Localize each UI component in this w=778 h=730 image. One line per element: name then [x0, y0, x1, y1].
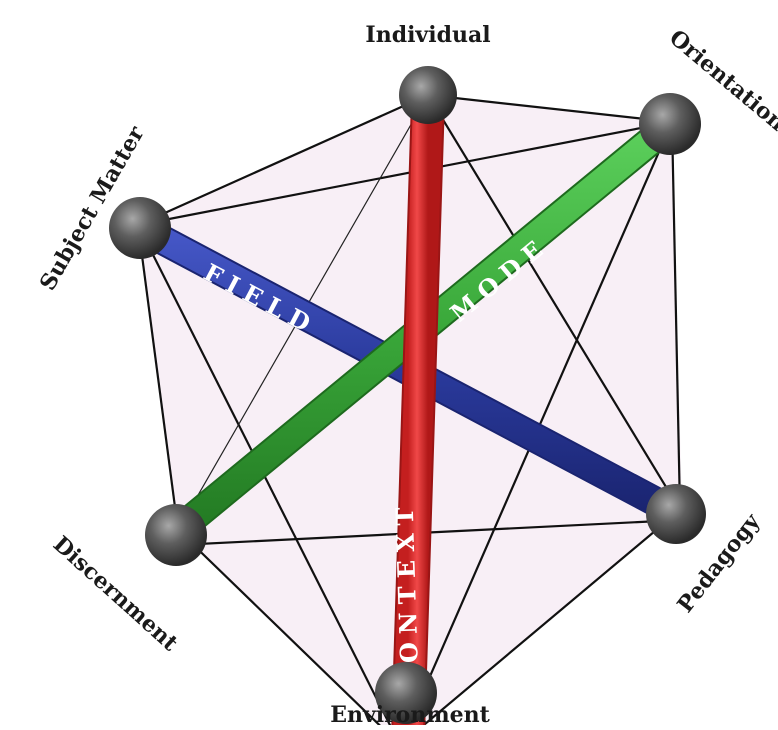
sphere-subject-matter: [109, 197, 171, 259]
sphere-environment: [375, 662, 437, 724]
sphere-pedagogy: [646, 484, 706, 544]
label-environment: Environment: [330, 702, 490, 725]
vertex-spheres: [109, 66, 706, 724]
sphere-orientation: [639, 93, 701, 155]
context-label: CONTEXT: [390, 499, 425, 690]
sphere-individual: [399, 66, 457, 124]
sphere-discernment: [145, 504, 207, 566]
label-individual: Individual: [365, 22, 490, 48]
context-axis: CONTEXT: [390, 83, 445, 730]
outer-edges: [136, 93, 682, 730]
